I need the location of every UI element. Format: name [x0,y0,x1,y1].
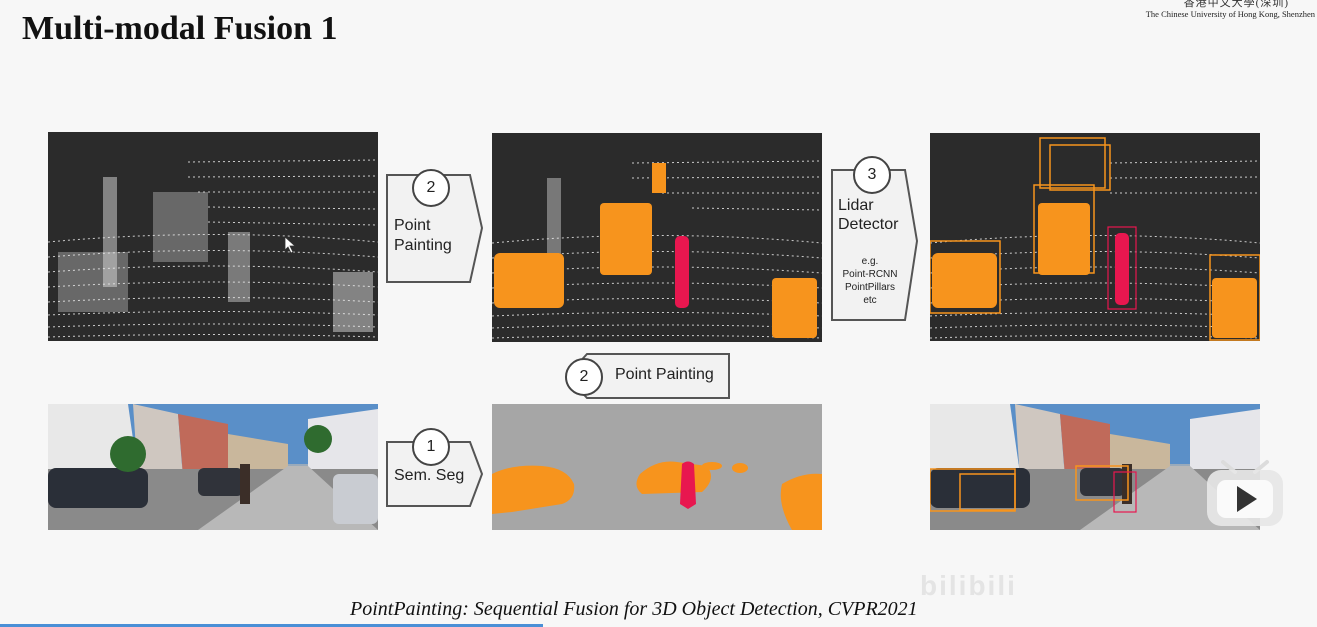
detector-example-1: Point-RCNN [842,269,898,280]
step-lidar-detector: 3 Lidar Detector e.g. Point-RCNN PointPi… [829,156,919,322]
step-label-line2: Painting [394,237,452,254]
lidar-painted-panel [492,133,822,342]
lidar-painted-image [492,160,822,339]
detector-example-2: PointPillars [844,282,896,293]
bilibili-watermark: bilibili [920,570,1017,601]
step-number: 3 [853,156,891,194]
step-point-painting-top: 2 Point Painting [384,169,484,284]
lidar-detection-panel [930,133,1260,341]
camera-boxes-image [930,404,1260,530]
step-label: Sem. Seg [394,467,465,484]
slide-title: Multi-modal Fusion 1 [22,10,338,47]
detector-example-0: e.g. [861,256,879,267]
camera-image-panel [48,404,378,530]
camera-boxes-panel [930,404,1260,530]
step-label-line1: Lidar [838,197,874,214]
mouse-cursor-icon [284,236,297,254]
step-label-line1: Point [394,217,431,234]
lidar-detection-image [930,137,1260,341]
lidar-raw-image [48,159,378,338]
logo-english: The Chinese University of Hong Kong, She… [1145,9,1315,19]
segmentation-panel [492,404,822,530]
play-icon [1237,486,1257,512]
step-label-line2: Detector [838,216,899,233]
detector-example-3: etc [863,295,877,306]
segmentation-image [492,404,822,530]
step-number: 1 [412,428,450,466]
lidar-raw-panel [48,132,378,341]
step-label: Point Painting [615,366,714,383]
step-point-painting-mid: 2 Point Painting [563,352,733,400]
paper-citation: PointPainting: Sequential Fusion for 3D … [350,598,918,620]
video-play-overlay[interactable] [1205,458,1285,528]
logo-chinese: 香港中文大學(深圳) [1183,0,1289,9]
progress-line [0,624,543,627]
step-number: 2 [412,169,450,207]
camera-image [48,404,378,530]
university-logo: 香港中文大學(深圳) The Chinese University of Hon… [1137,0,1317,22]
step-sem-seg: 1 Sem. Seg [384,428,484,508]
step-number: 2 [565,358,603,396]
